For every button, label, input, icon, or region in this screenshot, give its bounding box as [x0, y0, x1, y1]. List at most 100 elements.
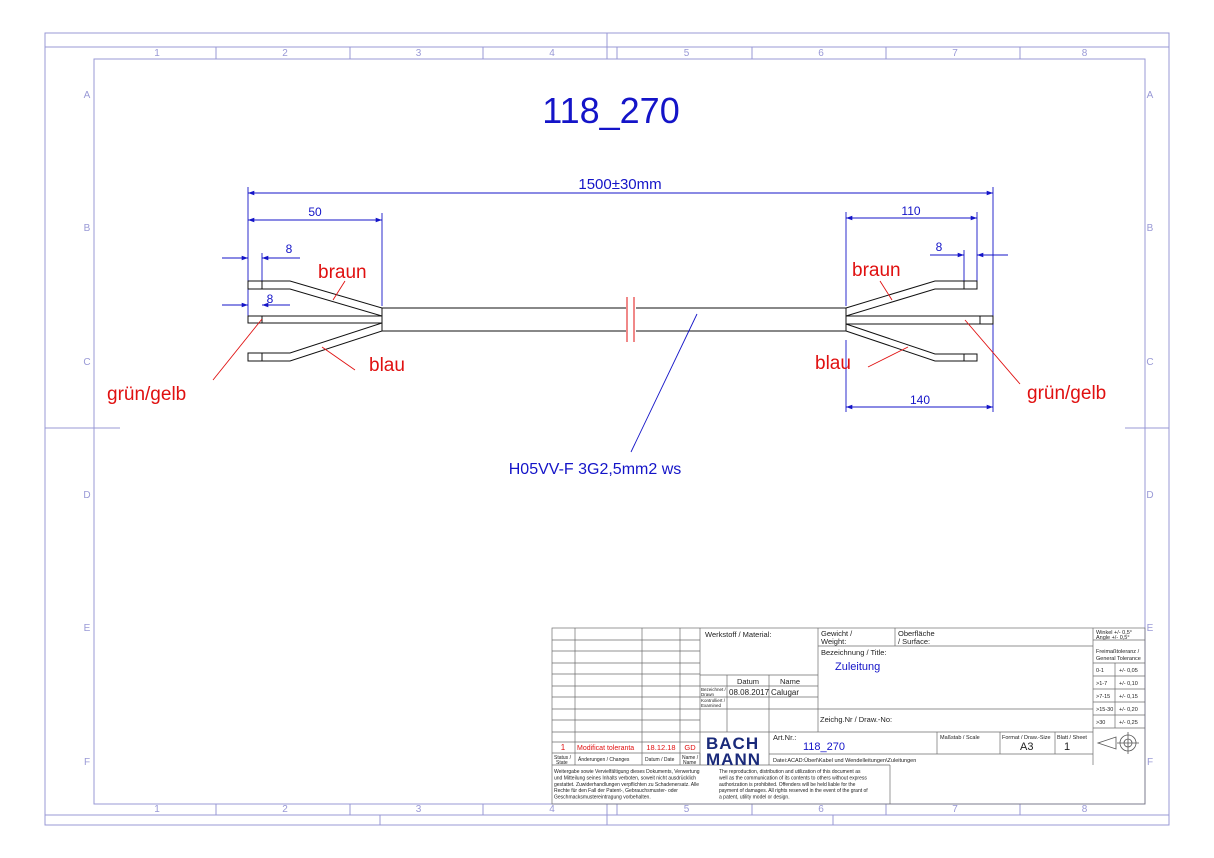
- frame-col-label-top: 7: [952, 48, 958, 59]
- right-strip-label: 110: [901, 204, 920, 218]
- frame-row-label-right: B: [1147, 223, 1154, 234]
- name-header: Name: [780, 677, 800, 686]
- revision-name: GD: [684, 743, 696, 752]
- frame-row-label-right: E: [1147, 623, 1154, 634]
- frame-col-label-top: 3: [416, 48, 422, 59]
- tolerance-range: >30: [1096, 720, 1105, 726]
- drawn-label: Bezeichnet /: [701, 687, 727, 692]
- frame-col-label-top: 6: [818, 48, 824, 59]
- notice-en-line: well as the communication of its content…: [719, 775, 867, 781]
- frame-row-label-left: E: [84, 623, 91, 634]
- overall-length-dimension: [247, 187, 994, 322]
- notice-de-line: Rechte für den Fall der Patent-, Gebrauc…: [554, 788, 678, 794]
- weight-label: Gewicht /: [821, 629, 853, 638]
- notice-en-line: The reproduction, distribution and utili…: [719, 769, 861, 775]
- bachmann-logo: BACH MANN: [706, 734, 760, 769]
- notice-en-line: a patent, utility model or design.: [719, 795, 790, 801]
- title-value: Zuleitung: [835, 661, 880, 673]
- frame-row-label-left: C: [83, 357, 90, 368]
- status-header-2: State: [556, 760, 568, 766]
- tolerance-range: 0-1: [1096, 668, 1104, 674]
- sheet-label: Blatt / Sheet: [1057, 735, 1087, 741]
- revision-status: 1: [561, 743, 566, 752]
- weight-label-2: Weight:: [821, 637, 846, 646]
- status-header: Status /: [554, 755, 572, 761]
- notice-de-line: gestattet. Zuwiderhandlungen verpflichte…: [554, 782, 699, 788]
- frame-row-label-left: F: [84, 757, 90, 768]
- title-label: Bezeichnung / Title:: [821, 648, 886, 657]
- notice-en-line: authorization is prohibited. Offenders w…: [719, 782, 856, 788]
- art-no-value: 118_270: [803, 741, 845, 753]
- changes-header: Änderungen / Changes: [578, 756, 630, 763]
- surface-label-2: / Surface:: [898, 637, 930, 646]
- frame-row-label-left: B: [84, 223, 91, 234]
- left-wires: [247, 280, 383, 362]
- file-path-text: Datei:ACAD:Überl\Kabel und Wendelleitung…: [773, 757, 916, 764]
- drawing-frame: [44, 32, 1170, 826]
- frame-col-label-top: 5: [684, 48, 690, 59]
- format-value: A3: [1020, 741, 1033, 753]
- notice-english: The reproduction, distribution and utili…: [719, 769, 868, 801]
- right-strip-dimension: [845, 212, 978, 306]
- scale-label: Maßstab / Scale: [940, 735, 980, 741]
- frame-col-label-top: 8: [1082, 48, 1088, 59]
- frame-col-label-bottom: 4: [549, 804, 555, 815]
- frame-row-labels-left: A B C D E F: [83, 90, 90, 768]
- frame-col-label-bottom: 7: [952, 804, 958, 815]
- frame-col-label-bottom: 3: [416, 804, 422, 815]
- left-tip-dimension-top: [222, 253, 300, 287]
- left-tip-label-mid: 8: [267, 292, 274, 306]
- tolerance-general-header-2: General Tolerance: [1096, 656, 1141, 662]
- frame-col-label-bottom: 1: [154, 804, 160, 815]
- tolerance-table: 0-1+/- 0,05>1-7+/- 0,10>7-15+/- 0,15>15-…: [1096, 668, 1138, 726]
- drawn-name: Calugar: [771, 688, 799, 697]
- frame-column-labels-top: 1 2 3 4 5 6 7 8: [154, 48, 1088, 59]
- left-label-braun: braun: [318, 262, 367, 283]
- checked-label: Kontrolliert /: [701, 698, 726, 703]
- drawn-date: 08.08.2017: [729, 688, 770, 697]
- notice-german: Weitergabe sowie Vervielfältigung dieses…: [554, 769, 700, 801]
- material-label: Werkstoff / Material:: [705, 630, 771, 639]
- right-label-blau: blau: [815, 353, 851, 374]
- left-strip-dimension: [248, 213, 383, 306]
- left-label-gruen-gelb: grün/gelb: [107, 384, 186, 405]
- frame-row-label-left: A: [84, 90, 91, 101]
- cable-jacket: [381, 307, 847, 332]
- frame-row-label-right: F: [1147, 757, 1153, 768]
- tolerance-general-header: Freimaßtoleranz /: [1096, 649, 1140, 655]
- cable-spec-label: H05VV-F 3G2,5mm2 ws: [509, 461, 682, 478]
- tolerance-range: >7-15: [1096, 694, 1110, 700]
- frame-col-label-top: 4: [549, 48, 555, 59]
- left-tip-label-top: 8: [286, 242, 293, 256]
- right-long-dimension: [845, 322, 994, 412]
- format-label: Format / Draw.-Size: [1002, 735, 1051, 741]
- tolerance-value: +/- 0,15: [1119, 694, 1138, 700]
- notice-de-line: und Mitteilung seines Inhalts verboten, …: [554, 775, 696, 781]
- frame-col-label-top: 1: [154, 48, 160, 59]
- tolerance-value: +/- 0,10: [1119, 681, 1138, 687]
- leader-lines: [212, 280, 1021, 453]
- left-strip-label: 50: [308, 205, 322, 219]
- right-tip-label: 8: [936, 240, 943, 254]
- tolerance-angle-header-2: Angle +/- 0,5°: [1096, 635, 1130, 641]
- frame-col-label-top: 2: [282, 48, 288, 59]
- right-long-label: 140: [910, 393, 930, 407]
- frame-col-label-bottom: 5: [684, 804, 690, 815]
- sheet-value: 1: [1064, 741, 1070, 753]
- frame-row-label-left: D: [83, 490, 90, 501]
- frame-col-label-bottom: 2: [282, 804, 288, 815]
- revision-date: 18.12.18: [646, 743, 675, 752]
- tolerance-value: +/- 0,25: [1119, 720, 1138, 726]
- drawn-label-2: Drawn: [701, 692, 715, 697]
- notice-de-line: Geschmacksmustereintragung vorbehalten.: [554, 795, 651, 801]
- tolerance-range: >1-7: [1096, 681, 1107, 687]
- tolerance-range: >15-30: [1096, 707, 1113, 713]
- cable-break-mark: [626, 297, 635, 342]
- notice-en-line: payment of damages. All rights reserved …: [719, 788, 868, 794]
- checked-label-2: Examined: [701, 703, 722, 708]
- svg-text:BACH: BACH: [706, 734, 759, 753]
- title-block: 1 Modificat toleranta 18.12.18 GD Status…: [551, 627, 1146, 805]
